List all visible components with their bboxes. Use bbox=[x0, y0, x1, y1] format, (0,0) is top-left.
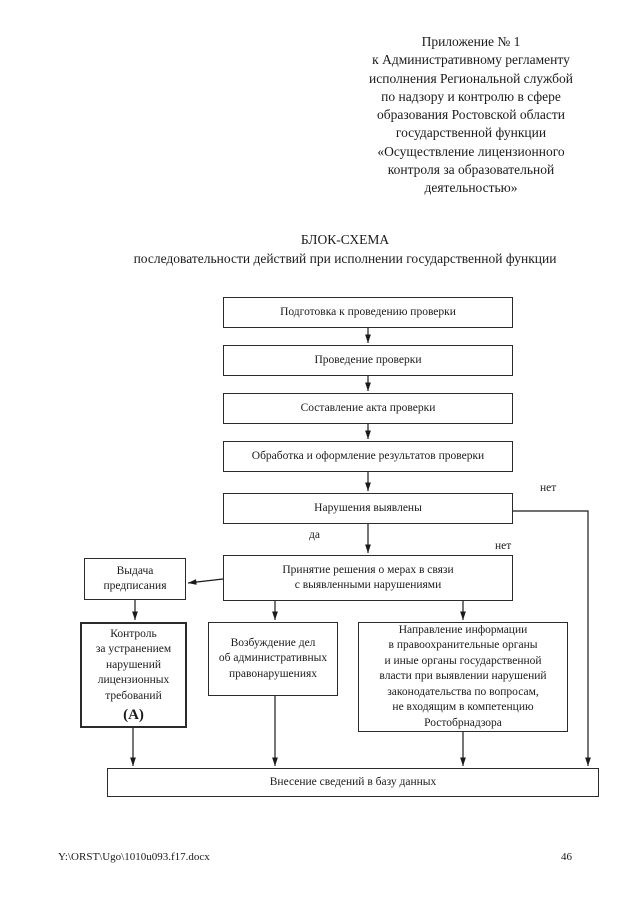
label-no-inner: нет bbox=[495, 540, 512, 552]
box-conduct-label: Проведение проверки bbox=[314, 353, 422, 366]
appendix-header: Приложение № 1 к Административному регла… bbox=[369, 34, 573, 196]
box-decision-label: Принятие решения о мерах в связи с выявл… bbox=[282, 563, 454, 592]
box-act-label: Составление акта проверки bbox=[300, 401, 436, 414]
scheme-subtitle: последовательности действий при исполнен… bbox=[133, 250, 557, 266]
page-number: 46 bbox=[561, 851, 572, 863]
box-information: Направление информации в правоохранитель… bbox=[358, 622, 568, 732]
box-processing-label: Обработка и оформление результатов прове… bbox=[251, 449, 485, 462]
box-prescription: Выдача предписания bbox=[84, 558, 186, 600]
scheme-title: БЛОК-СХЕМА bbox=[300, 232, 390, 247]
box-control-mark: (А) bbox=[123, 707, 144, 723]
box-decision: Принятие решения о мерах в связи с выявл… bbox=[223, 555, 513, 601]
box-database-label: Внесение сведений в базу данных bbox=[269, 775, 437, 788]
box-control-label: Контроль за устранением нарушений лиценз… bbox=[95, 627, 172, 702]
box-admin-cases: Возбуждение дел об административных прав… bbox=[208, 622, 338, 696]
box-control: Контроль за устранением нарушений лиценз… bbox=[80, 622, 187, 728]
box-preparation: Подготовка к проведению проверки bbox=[223, 297, 513, 328]
box-violations-label: Нарушения выявлены bbox=[314, 501, 422, 514]
box-prescription-label: Выдача предписания bbox=[103, 564, 167, 593]
box-act: Составление акта проверки bbox=[223, 393, 513, 424]
scheme-title-block: БЛОК-СХЕМА последовательности действий п… bbox=[40, 231, 640, 268]
footer-file-path: Y:\ORST\Ugo\1010u093.f17.docx bbox=[58, 851, 210, 863]
label-yes: да bbox=[309, 529, 320, 541]
box-information-label: Направление информации в правоохранитель… bbox=[379, 623, 547, 729]
box-violations: Нарушения выявлены bbox=[223, 493, 513, 524]
label-no-right: нет bbox=[540, 482, 557, 494]
box-admin-cases-label: Возбуждение дел об административных прав… bbox=[218, 636, 328, 680]
box-preparation-label: Подготовка к проведению проверки bbox=[280, 305, 456, 318]
box-database: Внесение сведений в базу данных bbox=[107, 768, 599, 797]
box-conduct: Проведение проверки bbox=[223, 345, 513, 376]
box-processing: Обработка и оформление результатов прове… bbox=[223, 441, 513, 472]
